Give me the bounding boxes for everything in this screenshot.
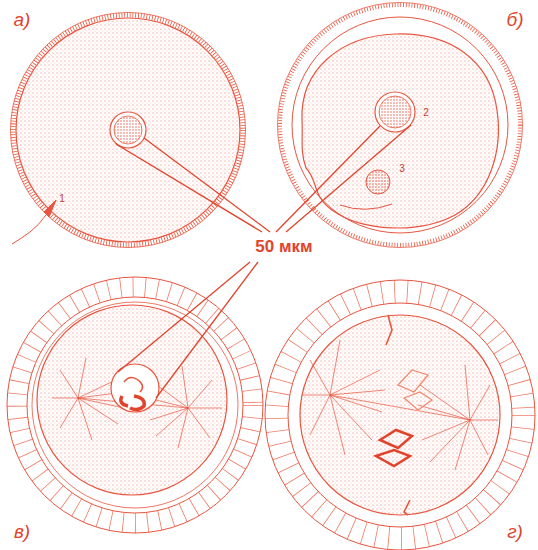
panel-letter: в): [14, 522, 30, 543]
leader-line: [144, 138, 270, 232]
egg-cytoplasm: [300, 315, 500, 515]
egg-panel-g: [265, 280, 535, 550]
egg-cytoplasm: [302, 34, 498, 228]
cleavage-furrow: [386, 315, 410, 515]
sperm-tail: [12, 215, 46, 244]
egg-panel-b: [278, 3, 523, 248]
chromosome: [121, 396, 144, 410]
inner-coat-line: [288, 303, 512, 527]
leader-line: [276, 126, 380, 232]
chromosome-set: [376, 430, 412, 466]
chromosome: [124, 377, 143, 392]
scale-label: 50 мкм: [252, 237, 315, 258]
outer-coat: [280, 5, 520, 245]
outer-coat-line: [11, 13, 246, 248]
chromosome-set: [398, 370, 432, 410]
inner-coat-line: [27, 297, 243, 513]
egg-panel-v: [7, 277, 263, 533]
egg-panel-a: [11, 13, 246, 248]
outer-coat-line: [7, 277, 263, 533]
outer-coat-line: [265, 280, 535, 550]
sperm-tail: [340, 204, 392, 209]
radial-coat: [17, 287, 253, 523]
outer-coat-line: [278, 3, 523, 248]
radial-coat: [277, 292, 524, 539]
panel-letter: г): [507, 522, 523, 543]
leader-line: [156, 262, 258, 398]
panel-letter: а): [14, 10, 31, 31]
sperm-head: [44, 200, 56, 217]
callout-number: 2: [423, 107, 429, 118]
egg-cytoplasm: [16, 18, 240, 242]
membrane: [32, 302, 238, 508]
female-pronucleus: [379, 96, 411, 128]
leader-line: [116, 144, 262, 232]
outer-coat: [13, 15, 243, 245]
leader-line: [118, 262, 250, 372]
male-pronucleus: [366, 170, 390, 194]
egg-cytoplasm: [37, 305, 227, 495]
spindle-asters: [52, 358, 222, 448]
inner-membrane: [292, 17, 508, 233]
nucleus: [114, 116, 142, 144]
scale-leader-lines: [116, 125, 411, 398]
leader-line: [286, 125, 411, 232]
spindle-asters: [302, 340, 498, 470]
panel-letter: б): [506, 10, 523, 31]
callout-number: 3: [399, 163, 405, 174]
callout-number: 1: [59, 193, 65, 204]
nucleus-inset: [110, 112, 146, 148]
